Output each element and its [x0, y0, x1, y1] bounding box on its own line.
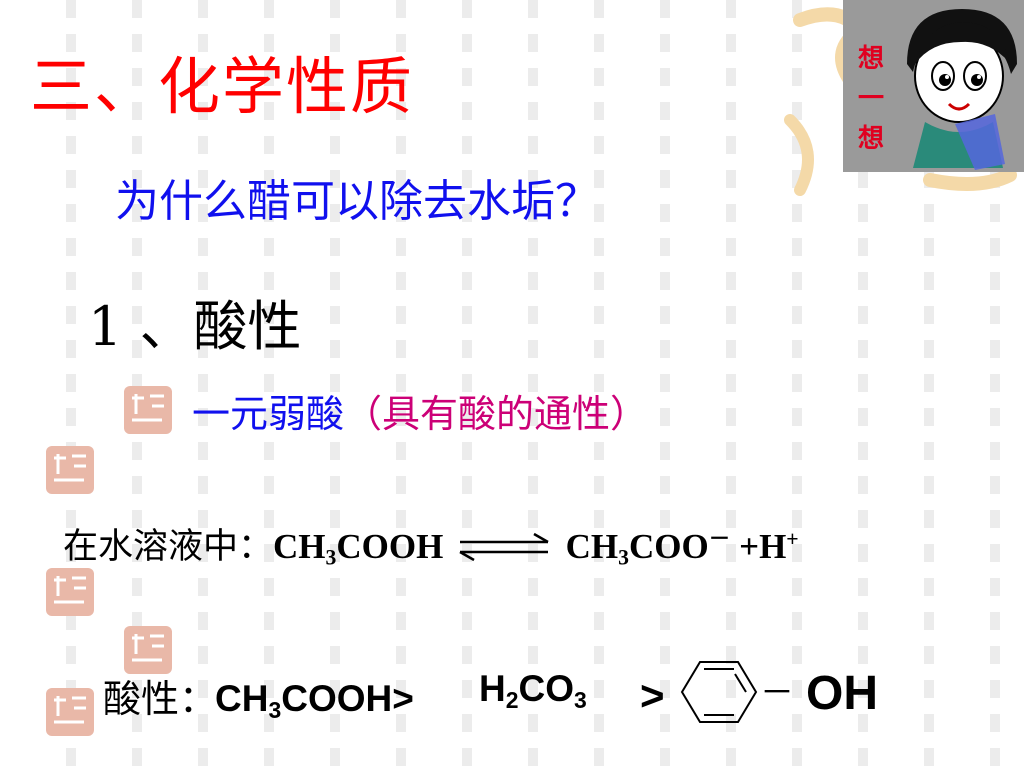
badge-char: 一 [857, 84, 884, 114]
background-stripe [660, 0, 670, 768]
acid-acetic: CH3COOH> [215, 678, 414, 724]
badge-char: 想 [857, 124, 884, 154]
benzene-ring-icon [680, 661, 758, 723]
formula-subscript: 3 [618, 545, 629, 570]
equation-reactant: CH3COOH [273, 527, 444, 570]
formula-part: COOH> [281, 678, 414, 719]
background-stripe [858, 0, 868, 768]
equation-prefix: 在水溶液中： [63, 527, 274, 567]
background-stripe [396, 0, 406, 768]
background-stripe [594, 0, 604, 768]
background-stripe [198, 0, 208, 768]
formula-part: CH [273, 527, 326, 566]
seal-stamp-icon [124, 626, 172, 674]
background-stripe [924, 0, 934, 768]
formula-part: CH [565, 527, 619, 566]
background-stripe [66, 0, 76, 768]
equilibrium-arrow-icon [459, 532, 550, 562]
background-stripe [990, 0, 1000, 768]
equation-product-proton: +H+ [730, 527, 799, 566]
slide-title: 三、化学性质 [30, 50, 415, 123]
charge-superscript: － [708, 527, 731, 552]
bond-dash: － [760, 674, 794, 712]
formula-part: H [479, 668, 506, 709]
background-stripe [792, 0, 802, 768]
formula-subscript: 3 [268, 696, 282, 723]
cartoon-face-icon [907, 9, 1017, 170]
seal-stamp-icon [46, 446, 94, 494]
background-stripe [462, 0, 472, 768]
formula-subscript: 3 [574, 686, 587, 713]
seal-stamp-icon [124, 386, 172, 434]
property-note: （具有酸的通性） [344, 392, 649, 436]
property-main: 一元弱酸 [192, 392, 345, 436]
background-stripe [726, 0, 736, 768]
badge-char: 想 [857, 44, 884, 74]
background-stripe [132, 0, 142, 768]
seal-stamp-icon [46, 568, 94, 616]
background-stripe [264, 0, 274, 768]
formula-part: +H [730, 527, 787, 566]
question-text: 为什么醋可以除去水垢？ [115, 176, 599, 227]
charge-superscript: + [786, 527, 799, 552]
think-badge: 想 一 想 [843, 0, 1024, 172]
property-line: 一元弱酸（具有酸的通性） [192, 383, 648, 438]
formula-subscript: 2 [505, 686, 519, 713]
background-stripe [330, 0, 340, 768]
formula-part: COO [628, 527, 709, 566]
formula-part: CH [215, 678, 269, 719]
hydroxyl-group: OH [806, 667, 878, 720]
formula-part: COOH [336, 527, 444, 566]
comparison-label: 酸性： [103, 677, 218, 721]
acid-carbonic: H2CO3 [479, 668, 587, 714]
equation-product-acetate: CH3COO－ [565, 527, 731, 570]
section-heading: 1 、酸性 [88, 295, 302, 358]
background-stripe [528, 0, 538, 768]
formula-subscript: 3 [325, 545, 337, 570]
seal-stamp-icon [46, 688, 94, 736]
greater-than-sign: > [640, 672, 665, 719]
formula-part: CO [518, 668, 575, 709]
ionization-equation: 在水溶液中：CH3COOH CH3COO－ +H+ [63, 518, 799, 571]
